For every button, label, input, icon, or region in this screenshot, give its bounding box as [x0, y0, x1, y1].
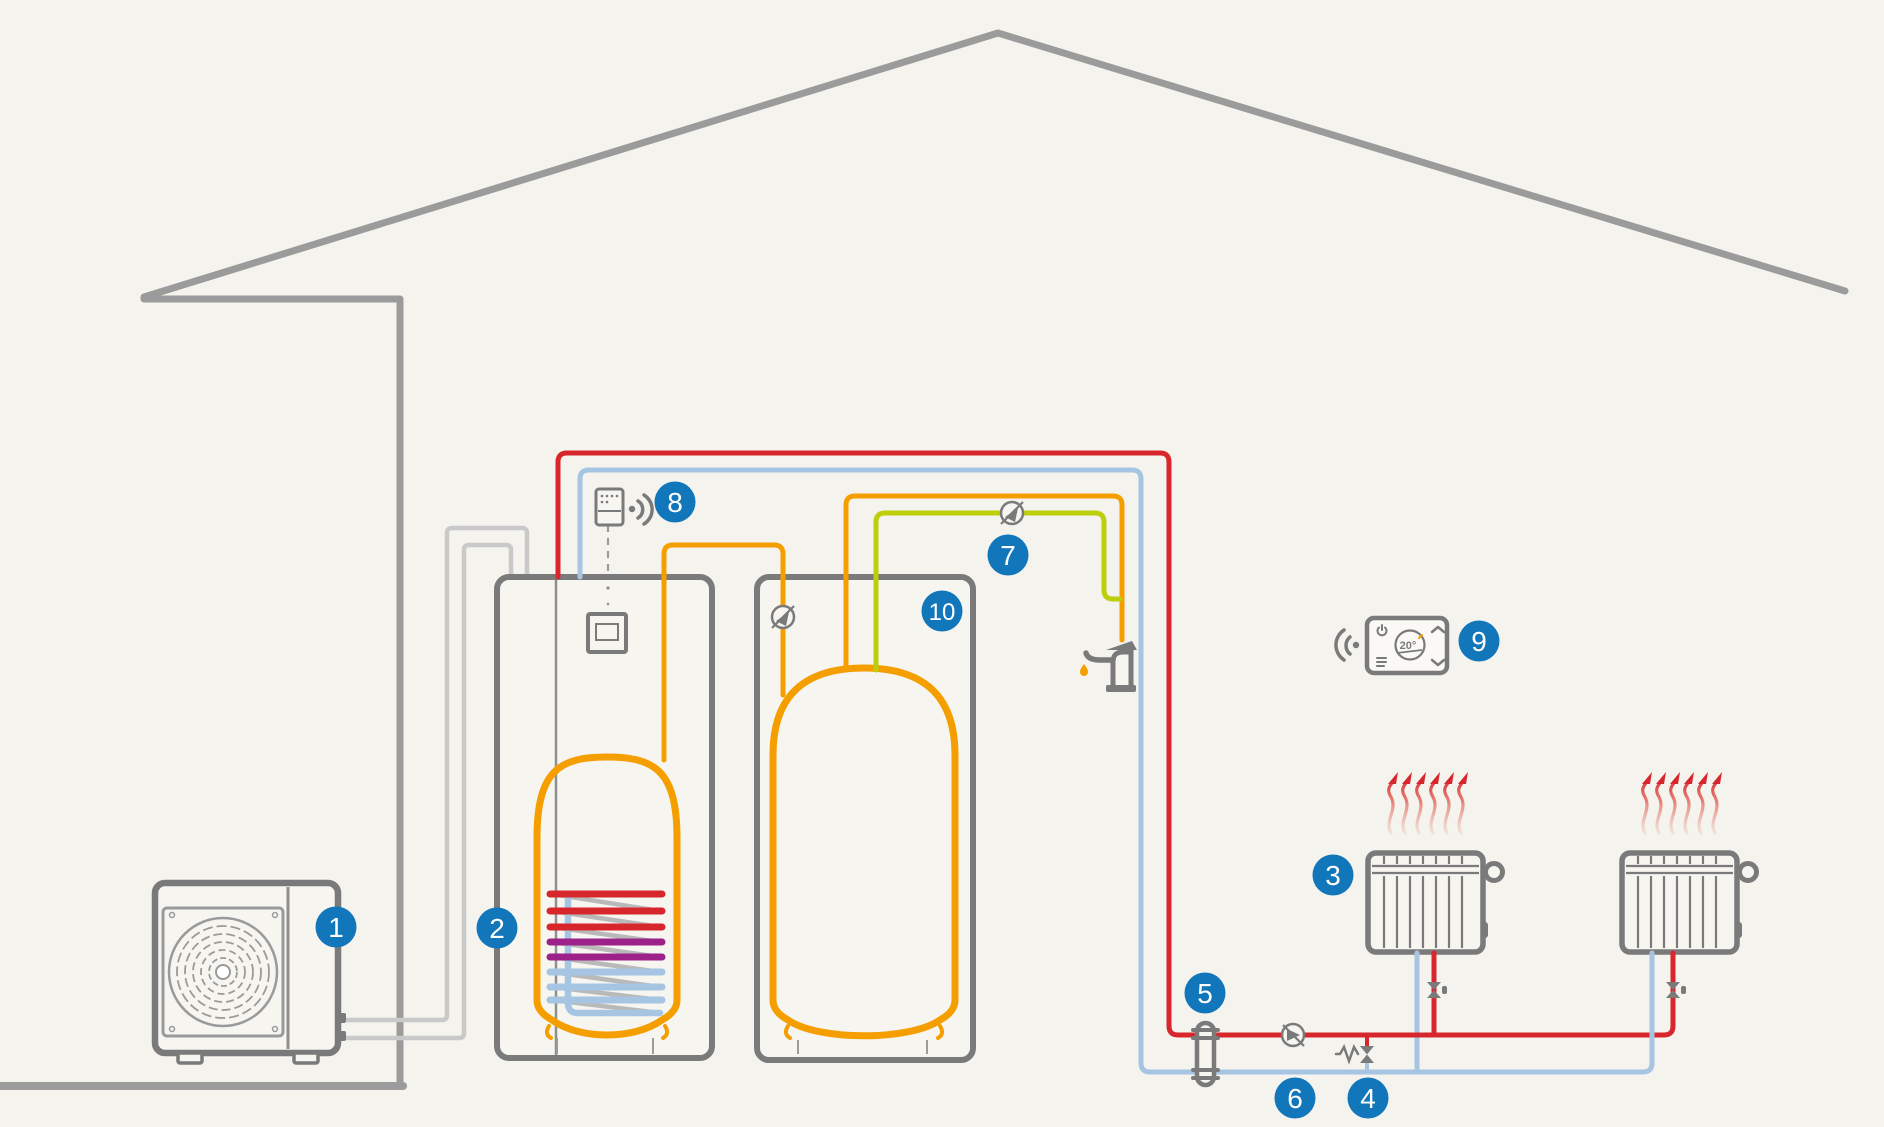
badge-10[interactable]: 10	[921, 590, 963, 632]
svg-text:8[interactable]: 8	[667, 487, 683, 518]
unit-foot	[176, 1051, 204, 1065]
refrigerant-pipes	[343, 525, 530, 1041]
wall-line	[140, 295, 404, 1089]
chevron-up-icon	[1430, 625, 1446, 634]
filter-component	[1191, 1020, 1220, 1088]
hot-water-pipe	[843, 493, 1125, 673]
svg-text:5[interactable]: 5	[1197, 978, 1213, 1009]
svg-text:6[interactable]: 6	[1287, 1083, 1303, 1114]
storage-tank-unit	[754, 574, 976, 1063]
heat-exchanger-coil	[546, 890, 666, 1017]
wireless-gateway-icon	[594, 487, 654, 574]
tank-pump-icon	[770, 604, 796, 630]
badge-3[interactable]: 3	[1312, 854, 1354, 896]
badge-9[interactable]: 9	[1458, 620, 1500, 662]
badge-4[interactable]: 4	[1347, 1077, 1389, 1119]
badge-7[interactable]: 7	[987, 534, 1029, 576]
wifi-signal-icon	[1334, 628, 1360, 662]
svg-text:10[interactable]: 10	[929, 599, 956, 626]
svg-text:7[interactable]: 7	[1000, 540, 1016, 571]
callout-badges: 1 2 3 4 5 6 7 8 9 10	[315, 481, 1500, 1119]
pipe-connector	[335, 1031, 346, 1041]
storage-tank	[769, 664, 959, 1040]
svg-text:3[interactable]: 3	[1325, 860, 1341, 891]
indoor-unit	[494, 574, 715, 1061]
heating-return-pipe	[577, 467, 1655, 1075]
svg-text:9[interactable]: 9	[1471, 626, 1487, 657]
circulation-pump-icon	[1280, 1022, 1306, 1048]
badge-8[interactable]: 8	[654, 481, 696, 523]
tank-loading-pipe	[661, 542, 786, 763]
bypass-valve-icon	[1334, 1044, 1374, 1065]
faucet-icon	[1080, 641, 1137, 692]
fan-icon	[167, 911, 279, 1033]
control-display	[586, 612, 628, 654]
roof-line	[140, 29, 1849, 301]
heating-flow-pipe	[555, 450, 1676, 1038]
indoor-tank	[533, 753, 681, 1054]
menu-icon	[1376, 657, 1387, 667]
water-drop-icon	[1080, 664, 1088, 676]
dhw-circulation-pump-icon	[999, 500, 1025, 526]
pipe-connector	[335, 1013, 346, 1023]
room-thermostat: 20°	[1334, 615, 1450, 676]
house-outline	[0, 29, 1849, 1090]
svg-text:4[interactable]: 4	[1360, 1083, 1376, 1114]
temperature-dial: 20°	[1394, 629, 1426, 661]
unit-foot	[292, 1051, 320, 1065]
badge-2[interactable]: 2	[476, 907, 518, 949]
dhw-circulation-pipe	[873, 510, 1123, 673]
heat-pump-outdoor-unit	[151, 879, 346, 1065]
fan-grille	[161, 906, 285, 1038]
power-icon	[1376, 624, 1388, 637]
badge-5[interactable]: 5	[1184, 972, 1226, 1014]
badge-6[interactable]: 6	[1274, 1077, 1316, 1119]
svg-text:2[interactable]: 2	[489, 913, 505, 944]
chevron-down-icon	[1430, 658, 1446, 667]
svg-text:1[interactable]: 1	[328, 912, 344, 943]
temperature-value: 20°	[1400, 640, 1417, 652]
badge-1[interactable]: 1	[315, 906, 357, 948]
wifi-signal-icon	[628, 493, 654, 526]
